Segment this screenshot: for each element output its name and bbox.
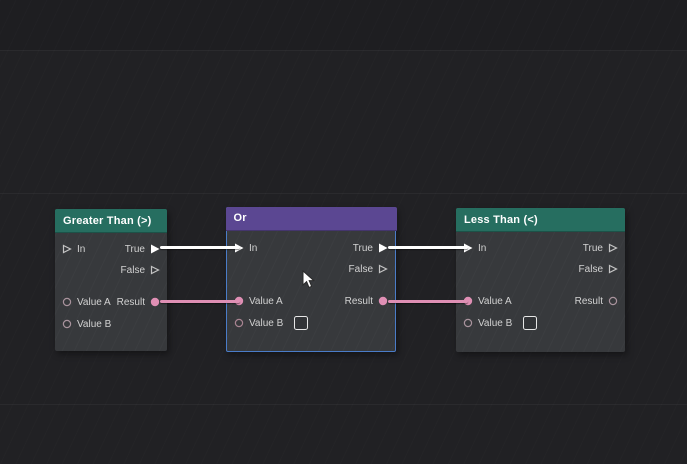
flow-port-hollow-icon[interactable] — [608, 243, 618, 253]
port-true[interactable]: True — [583, 243, 618, 254]
wire-value-greaterthan-to-or[interactable] — [160, 300, 240, 303]
port-value-a[interactable]: Value A — [62, 297, 111, 308]
flow-port-filled-icon[interactable] — [150, 244, 160, 254]
port-in[interactable]: In — [463, 243, 486, 254]
flow-port-hollow-icon[interactable] — [62, 244, 72, 254]
port-value-b[interactable]: Value B — [463, 316, 538, 330]
flow-port-filled-icon[interactable] — [463, 243, 473, 253]
wire-flow-or-to-lessthan[interactable] — [388, 246, 468, 249]
node-title: Greater Than (>) — [63, 214, 152, 227]
port-true[interactable]: True — [125, 244, 160, 255]
value-port-hollow-icon[interactable] — [62, 297, 72, 307]
wire-flow-greaterthan-to-or[interactable] — [160, 246, 240, 249]
node-less-than[interactable]: Less Than (<) In True False Value A — [456, 208, 625, 352]
flow-port-filled-icon[interactable] — [378, 243, 388, 253]
port-result[interactable]: Result — [345, 296, 388, 307]
node-greater-than[interactable]: Greater Than (>) In True False Value A — [55, 209, 167, 351]
mouse-cursor-icon — [302, 269, 316, 294]
value-port-hollow-icon[interactable] — [62, 319, 72, 329]
port-value-a[interactable]: Value A — [463, 296, 512, 307]
value-port-filled-icon[interactable] — [463, 296, 473, 306]
port-false[interactable]: False — [349, 264, 388, 275]
canvas-top-band — [0, 0, 687, 50]
wire-value-or-to-lessthan[interactable] — [388, 300, 468, 303]
value-port-hollow-icon[interactable] — [463, 318, 473, 328]
port-false[interactable]: False — [579, 264, 618, 275]
node-title: Or — [233, 212, 247, 224]
value-port-filled-icon[interactable] — [378, 296, 388, 306]
value-port-hollow-icon[interactable] — [608, 296, 618, 306]
node-title: Less Than (<) — [464, 213, 538, 226]
value-port-filled-icon[interactable] — [150, 297, 160, 307]
port-true[interactable]: True — [353, 243, 388, 254]
canvas-gridline — [0, 404, 687, 405]
port-value-b[interactable]: Value B — [234, 316, 309, 330]
node-header[interactable]: Or — [225, 206, 397, 231]
flow-port-hollow-icon[interactable] — [378, 264, 388, 274]
canvas-gridline — [0, 193, 687, 194]
canvas-gridline — [0, 50, 687, 51]
flow-port-hollow-icon[interactable] — [150, 265, 160, 275]
value-b-checkbox[interactable] — [294, 316, 309, 330]
port-in[interactable]: In — [62, 244, 85, 255]
port-value-b[interactable]: Value B — [62, 319, 111, 330]
value-port-hollow-icon[interactable] — [234, 318, 244, 328]
flow-port-hollow-icon[interactable] — [608, 264, 618, 274]
node-header[interactable]: Less Than (<) — [456, 208, 625, 232]
port-result[interactable]: Result — [117, 297, 160, 308]
node-header[interactable]: Greater Than (>) — [55, 209, 167, 233]
value-b-checkbox[interactable] — [523, 316, 538, 330]
port-value-a[interactable]: Value A — [234, 296, 283, 307]
port-false[interactable]: False — [121, 265, 160, 276]
port-result[interactable]: Result — [575, 296, 618, 307]
